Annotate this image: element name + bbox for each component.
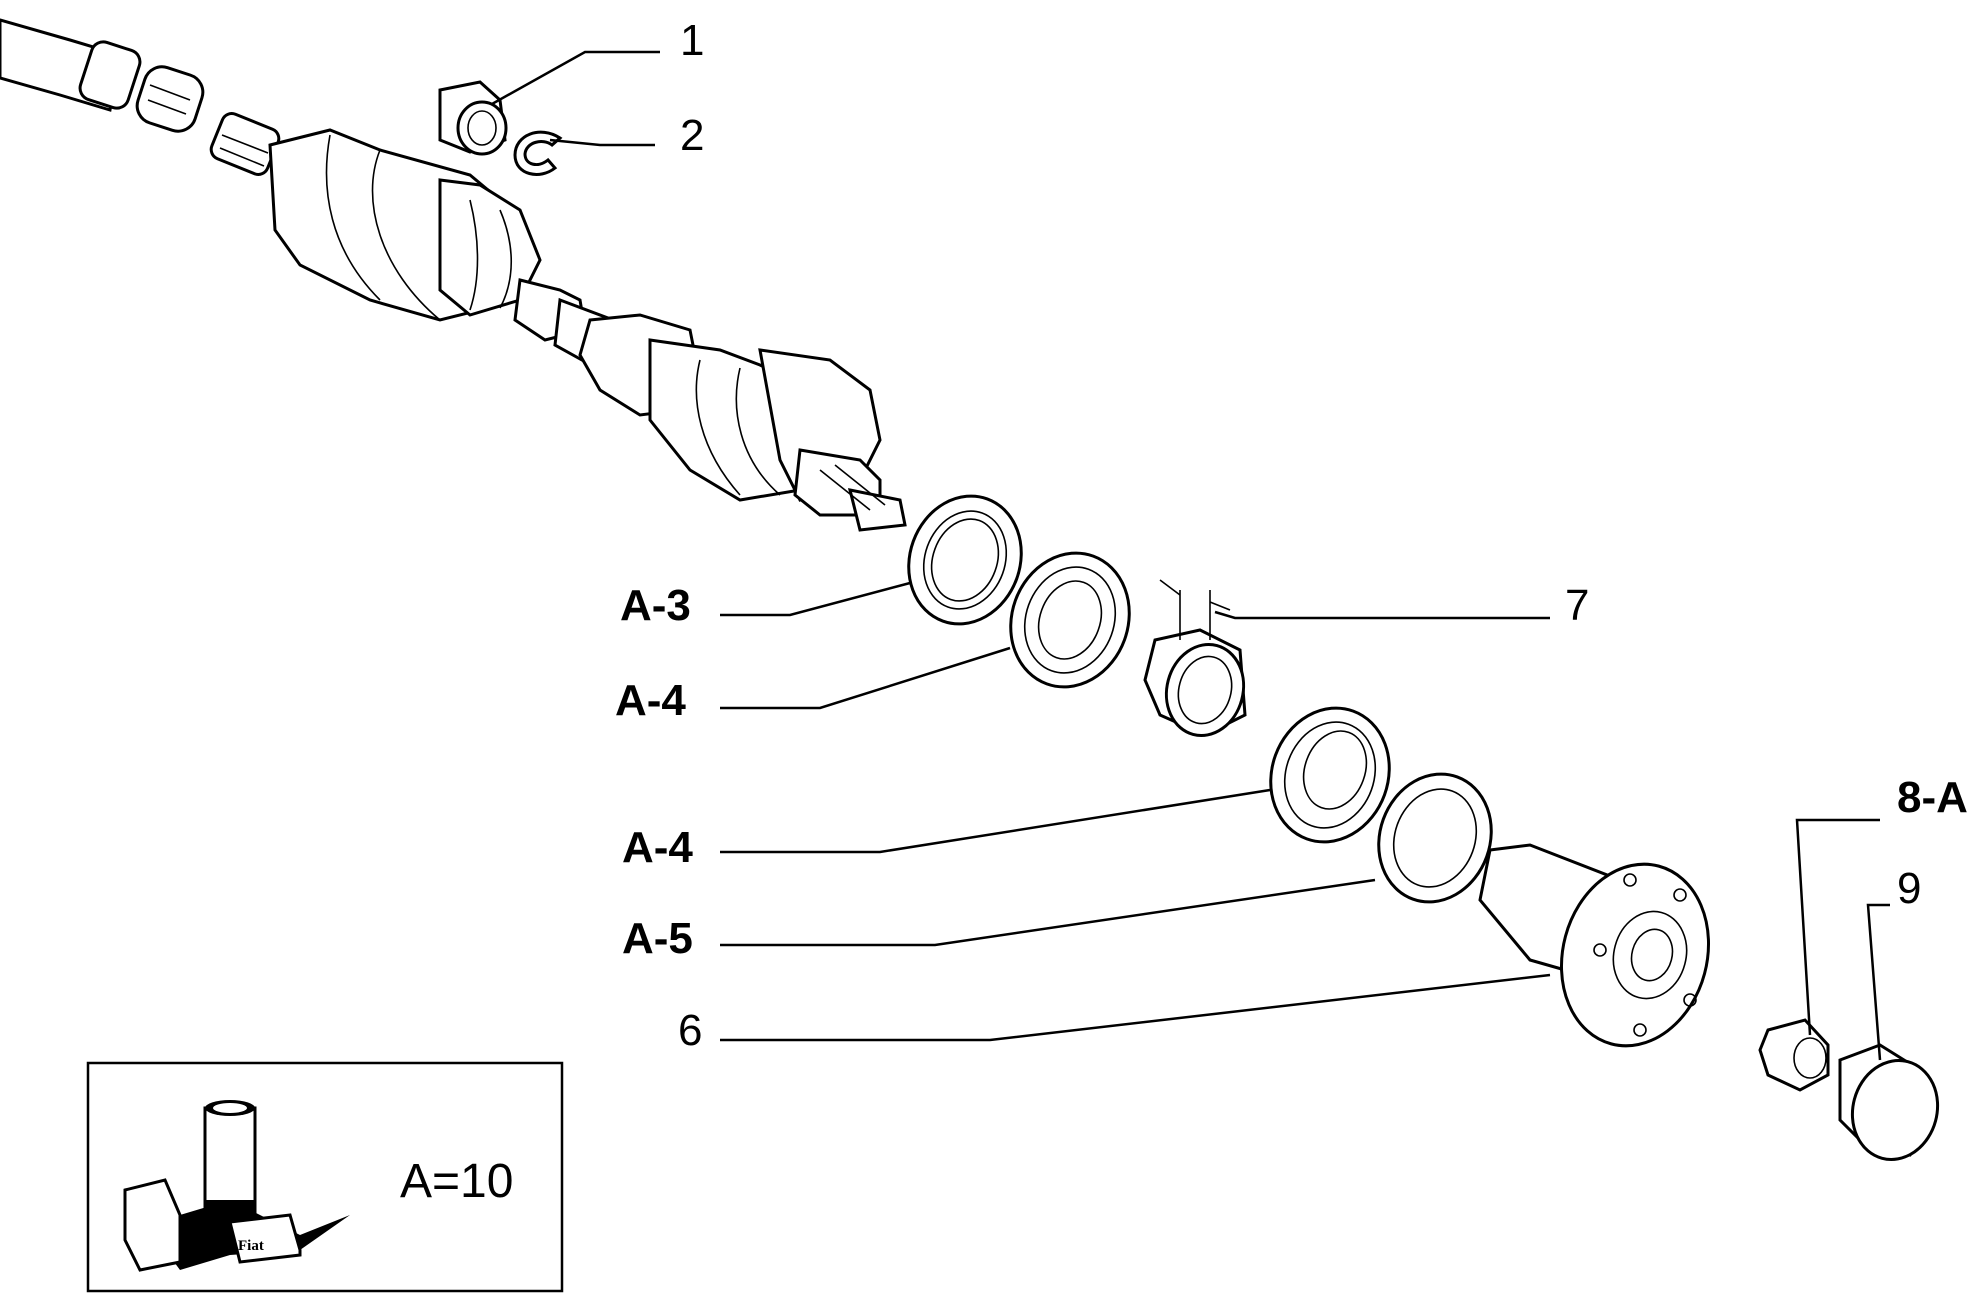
legend-logo-text: Fiat — [238, 1238, 264, 1254]
seal-part-a5 — [1377, 772, 1493, 904]
bushing-part-1 — [438, 80, 508, 156]
callout-a3: A-3 — [620, 581, 691, 630]
bearing-part-a4-upper — [1009, 551, 1131, 689]
seal-part-a3 — [907, 494, 1023, 626]
callout-2: 2 — [680, 111, 704, 160]
wheel-hub-part-6 — [1478, 843, 1711, 1048]
leader-lines — [491, 50, 1890, 1061]
circlip-part-2 — [513, 130, 563, 176]
lubricant-tube-icon: Fiat — [123, 1100, 350, 1272]
spacer-part-7 — [1143, 579, 1247, 738]
callout-9: 9 — [1897, 864, 1921, 913]
legend-box: Fiat A=10 — [86, 1061, 564, 1293]
callout-labels: 1 2 A-3 A-4 7 A-4 A-5 6 8-A 9 — [615, 16, 1968, 1055]
legend-text: A=10 — [400, 1155, 513, 1208]
callout-a4-lower: A-4 — [622, 823, 693, 872]
cap-part-9 — [1838, 1043, 1940, 1162]
callout-a5: A-5 — [622, 914, 693, 963]
callout-7: 7 — [1565, 581, 1589, 630]
nut-part-8a — [1758, 1018, 1830, 1092]
bearing-part-a4-lower — [1269, 706, 1391, 844]
callout-8a: 8-A — [1897, 773, 1968, 822]
callout-6: 6 — [678, 1006, 702, 1055]
callout-a4-upper: A-4 — [615, 676, 686, 725]
callout-1: 1 — [680, 16, 704, 65]
drive-shaft-assembly — [0, 18, 907, 532]
